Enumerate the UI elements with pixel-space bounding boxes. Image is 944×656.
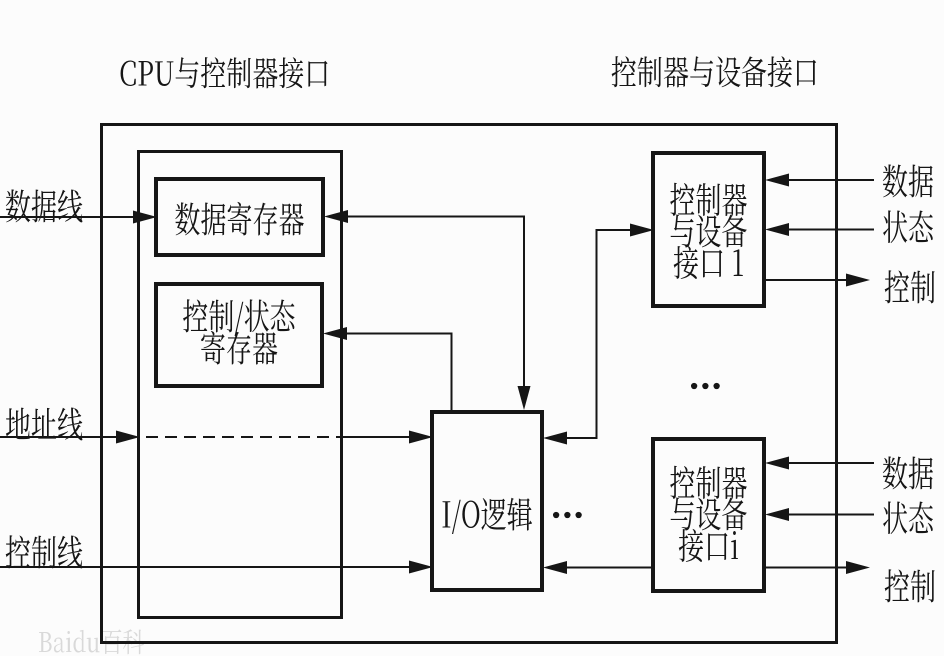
device-interface-i-box (651, 437, 766, 593)
device-interface-i-label-line2: 与设备 (669, 487, 748, 539)
interfacei-control-arrowhead-icon (846, 561, 870, 574)
control-status-register-label-line1: 控制/状态 (182, 289, 296, 341)
label-address-bus: 地址线 (5, 397, 84, 449)
interface1-signal-status: 状态 (882, 200, 935, 252)
address-io-arrowhead-icon (409, 430, 433, 444)
interfacei-signal-status: 状态 (882, 491, 935, 543)
interfacei-status-arrowhead-icon (765, 508, 789, 521)
io-logic-label: I/O逻辑 (441, 487, 533, 539)
interfacei-signal-control: 控制 (884, 559, 937, 611)
control-status-register-label: 控制/状态寄存器 (182, 289, 296, 373)
interfacei-signal-data: 数据 (882, 446, 935, 498)
interface1-arrowhead-icon (630, 223, 654, 237)
control-io-arrowhead-icon (409, 560, 433, 574)
device-interface-1-label-line1: 控制器 (669, 172, 748, 224)
device-interface-1-label: 控制器与设备接口 1 (669, 172, 748, 288)
io-to-interface1-line (566, 229, 631, 439)
title-controller-device-interface: 控制器与设备接口 (611, 46, 820, 96)
control-status-register-box (154, 282, 324, 388)
io-right-lower-arrowhead-icon (543, 561, 567, 574)
interface1-control-arrowhead-icon (846, 273, 870, 287)
io-top-arrowhead-icon (517, 386, 531, 410)
interface1-signal-data: 数据 (882, 154, 935, 206)
interface1-status-arrowhead-icon (765, 223, 789, 236)
device-interface-1-label-line3: 接口 1 (673, 236, 744, 288)
device-interface-1-box (651, 151, 766, 308)
registers-group-box (137, 150, 343, 619)
data-register-label: 数据寄存器 (174, 191, 305, 244)
watermark: Baidu百科 (38, 622, 145, 656)
data-register-to-io-line (347, 215, 525, 387)
device-interface-i-label: 控制器与设备接口i (669, 455, 748, 571)
device-interface-1-label-line2: 与设备 (669, 204, 748, 256)
interface1-data-arrowhead-icon (765, 173, 789, 187)
interfacei-data-arrowhead-icon (765, 456, 789, 470)
control-status-to-io-line (346, 332, 453, 411)
label-control-bus: 控制线 (5, 525, 84, 577)
io-logic-box (430, 410, 544, 592)
data-register-box (154, 177, 325, 257)
label-data-bus: 数据线 (5, 179, 84, 231)
controller-outer-box (100, 123, 838, 644)
control-status-register-label-line2: 寄存器 (199, 321, 278, 373)
address-bus-arrowhead-icon (116, 430, 140, 444)
device-interface-i-label-line1: 控制器 (669, 455, 748, 507)
title-cpu-controller-interface: CPU与控制器接口 (119, 47, 331, 97)
interface1-signal-control: 控制 (884, 260, 937, 312)
device-interface-i-label-line3: 接口i (678, 519, 739, 571)
io-right-upper-arrowhead-icon (543, 431, 567, 445)
